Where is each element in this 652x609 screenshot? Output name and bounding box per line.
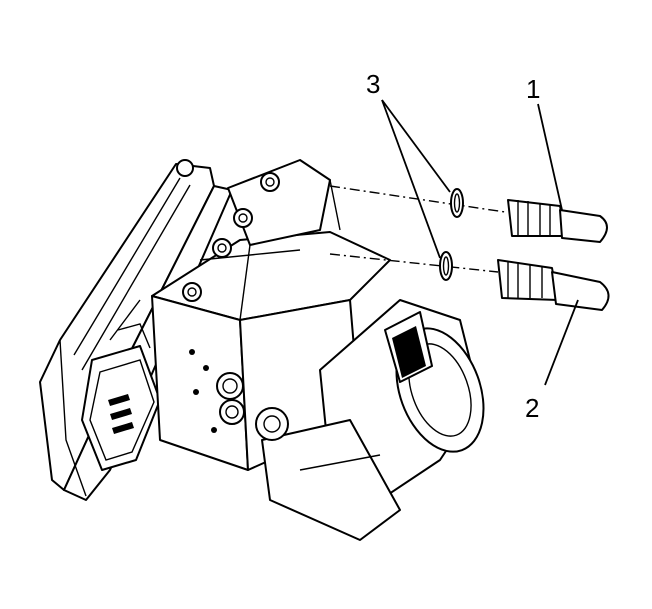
pump-motor bbox=[255, 299, 485, 541]
callout-2: 2 bbox=[525, 393, 540, 423]
connector-icon bbox=[81, 323, 161, 471]
callout-3: 3 bbox=[366, 69, 381, 99]
o-ring-icon bbox=[439, 188, 464, 281]
port-icon bbox=[189, 349, 245, 433]
callout-1: 1 bbox=[526, 74, 541, 104]
fitting-icon-upper bbox=[507, 199, 608, 243]
bolt-icon bbox=[176, 159, 280, 302]
callout-leaders bbox=[381, 99, 579, 386]
fitting-icon-lower bbox=[497, 259, 610, 311]
